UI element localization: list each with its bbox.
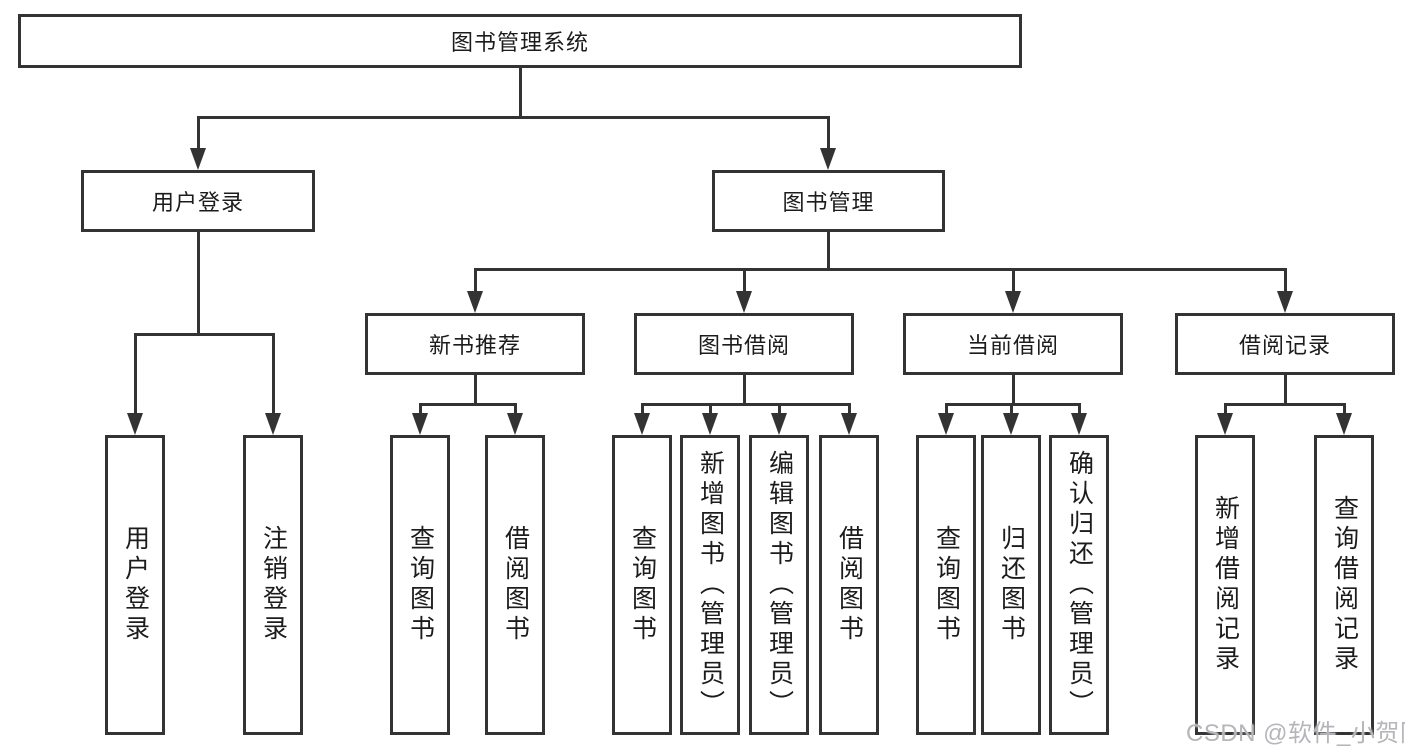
leaf-user-login: 用户登录 xyxy=(105,435,165,735)
node-label: 借阅记录 xyxy=(1238,333,1331,358)
connector-line xyxy=(641,403,644,415)
connector-line xyxy=(1224,403,1227,415)
connector-line xyxy=(743,375,746,406)
arrow-down-icon xyxy=(190,148,206,170)
connector-line xyxy=(419,403,422,415)
arrow-down-icon xyxy=(1071,413,1087,435)
arrow-down-icon xyxy=(1336,413,1352,435)
node-label: 查询图书 xyxy=(932,525,961,645)
node-label: 借阅图书 xyxy=(501,525,530,645)
node-label: 用户登录 xyxy=(151,190,244,215)
watermark: CSDN @软件_小贺同学 xyxy=(1186,720,1405,747)
connector-line xyxy=(474,268,1287,271)
connector-line xyxy=(641,403,851,406)
node-user-login: 用户登录 xyxy=(81,170,315,232)
node-label: 注销登录 xyxy=(259,525,288,645)
connector-line xyxy=(197,232,200,335)
arrow-down-icon xyxy=(771,413,787,435)
leaf-add-borrow-record: 新增借阅记录 xyxy=(1195,435,1255,735)
node-label: 新书推荐 xyxy=(428,333,521,358)
connector-line xyxy=(272,333,275,415)
arrow-down-icon xyxy=(938,413,954,435)
leaf-confirm-return-admin: 确认归还（管理员） xyxy=(1049,435,1109,735)
connector-line xyxy=(1284,375,1287,406)
node-label: 查询图书 xyxy=(406,525,435,645)
connector-line xyxy=(474,268,477,293)
node-label: 用户登录 xyxy=(121,525,150,645)
arrow-down-icon xyxy=(820,148,836,170)
arrow-down-icon xyxy=(127,413,143,435)
connector-line xyxy=(474,375,477,406)
leaf-query-books-recommend: 查询图书 xyxy=(390,435,450,735)
connector-line xyxy=(1078,403,1081,415)
leaf-query-books-borrowing: 查询图书 xyxy=(612,435,672,735)
connector-line xyxy=(848,403,851,415)
arrow-down-icon xyxy=(702,413,718,435)
leaf-return-books: 归还图书 xyxy=(981,435,1041,735)
connector-line xyxy=(1284,268,1287,293)
leaf-borrow-books: 借阅图书 xyxy=(819,435,879,735)
arrow-down-icon xyxy=(634,413,650,435)
arrow-down-icon xyxy=(1003,413,1019,435)
node-library-management-system: 图书管理系统 xyxy=(18,14,1022,68)
node-label: 编辑图书（管理员） xyxy=(765,450,794,720)
node-label: 图书借阅 xyxy=(697,333,790,358)
node-label: 当前借阅 xyxy=(966,333,1059,358)
arrow-down-icon xyxy=(841,413,857,435)
connector-line xyxy=(1012,268,1015,293)
arrow-down-icon xyxy=(1277,291,1293,313)
node-book-management: 图书管理 xyxy=(712,170,945,232)
leaf-edit-books-admin: 编辑图书（管理员） xyxy=(749,435,809,735)
connector-line xyxy=(1224,403,1346,406)
node-label: 图书管理系统 xyxy=(450,30,589,55)
arrow-down-icon xyxy=(1217,413,1233,435)
arrow-down-icon xyxy=(736,291,752,313)
node-label: 借阅图书 xyxy=(835,525,864,645)
node-label: 新增借阅记录 xyxy=(1211,495,1240,675)
connector-line xyxy=(945,403,948,415)
arrow-down-icon xyxy=(1005,291,1021,313)
connector-line xyxy=(945,403,1081,406)
node-label: 图书管理 xyxy=(782,190,875,215)
connector-line xyxy=(134,333,275,336)
leaf-add-books-admin: 新增图书（管理员） xyxy=(680,435,740,735)
connector-line xyxy=(514,403,517,415)
node-label: 查询借阅记录 xyxy=(1330,495,1359,675)
arrow-down-icon xyxy=(507,413,523,435)
leaf-logout: 注销登录 xyxy=(243,435,303,735)
leaf-query-borrow-record: 查询借阅记录 xyxy=(1314,435,1374,735)
connector-line xyxy=(709,403,712,415)
node-label: 归还图书 xyxy=(997,525,1026,645)
leaf-borrow-books-recommend: 借阅图书 xyxy=(485,435,545,735)
connector-line xyxy=(1012,375,1015,406)
leaf-query-books-current: 查询图书 xyxy=(916,435,976,735)
connector-line xyxy=(743,268,746,293)
node-label: 查询图书 xyxy=(628,525,657,645)
node-book-borrowing: 图书借阅 xyxy=(634,313,854,375)
connector-line xyxy=(1343,403,1346,415)
connector-line xyxy=(778,403,781,415)
node-current-borrowing: 当前借阅 xyxy=(903,313,1123,375)
node-new-book-recommend: 新书推荐 xyxy=(365,313,585,375)
connector-line xyxy=(519,68,522,119)
connector-line xyxy=(1010,403,1013,415)
connector-line xyxy=(197,116,830,119)
arrow-down-icon xyxy=(265,413,281,435)
arrow-down-icon xyxy=(467,291,483,313)
node-label: 确认归还（管理员） xyxy=(1065,450,1094,720)
connector-line xyxy=(197,116,200,150)
connector-line xyxy=(827,232,830,271)
node-label: 新增图书（管理员） xyxy=(696,450,725,720)
arrow-down-icon xyxy=(412,413,428,435)
node-borrowing-records: 借阅记录 xyxy=(1175,313,1395,375)
connector-line xyxy=(134,333,137,415)
connector-line xyxy=(419,403,517,406)
connector-line xyxy=(827,116,830,150)
